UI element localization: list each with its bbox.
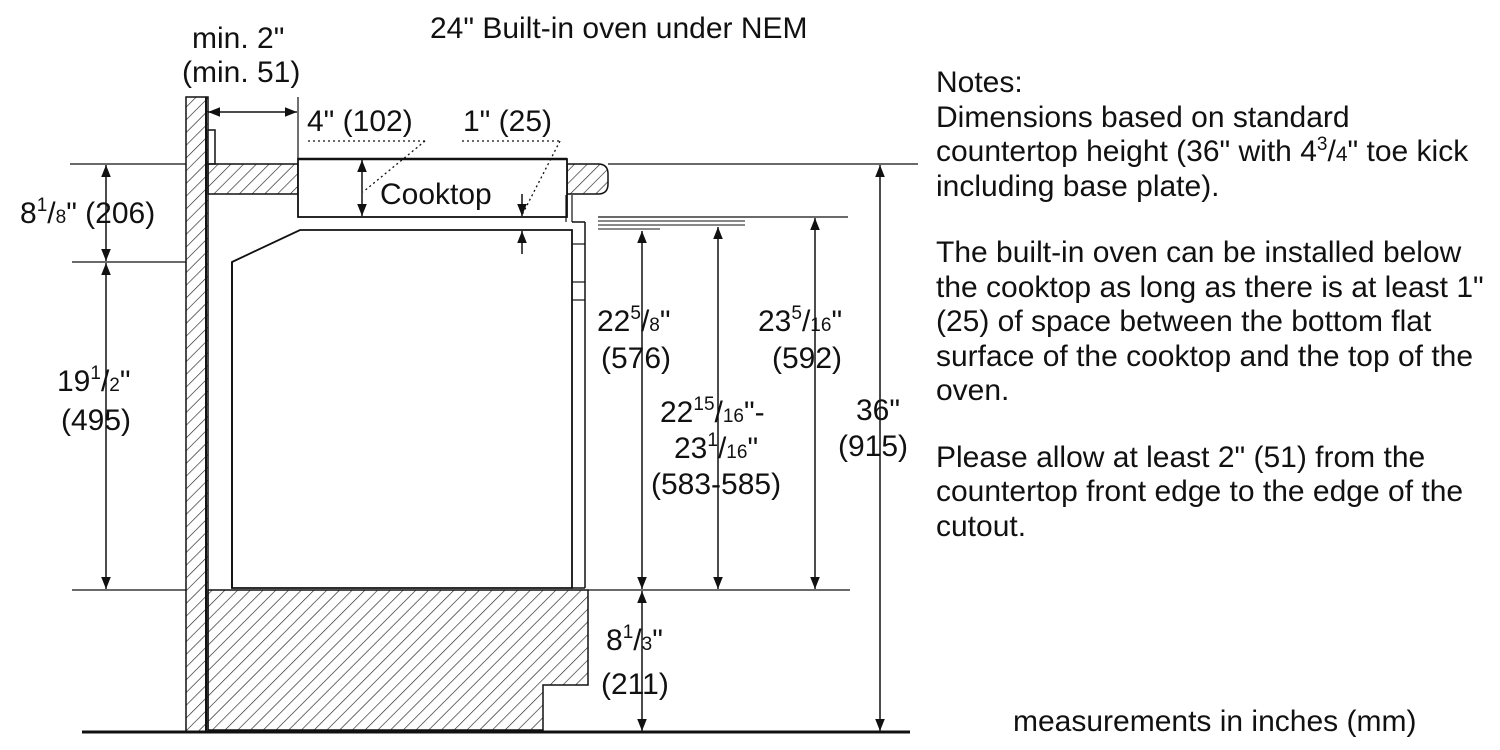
countertop-left (207, 163, 299, 195)
countertop-right (566, 163, 609, 195)
label-19-1-2: 191/2" (57, 363, 131, 398)
backsplash-lip (207, 129, 216, 165)
label-22-5-8: 225/8" (597, 303, 671, 338)
label-1-25: 1" (25) (463, 105, 552, 138)
label-cooktop: Cooktop (380, 178, 492, 211)
wall (185, 96, 209, 733)
label-592: (592) (772, 342, 842, 375)
label-4-102: 4" (102) (307, 105, 413, 138)
notes-paragraph-1: Dimensions based on standard countertop … (936, 100, 1469, 203)
label-576: (576) (601, 342, 671, 375)
label-8-1-8: 81/8" (206) (20, 195, 155, 230)
label-min-2: min. 2" (192, 22, 284, 55)
label-583-585: (583-585) (651, 468, 781, 501)
diagram-title: 24" Built-in oven under NEM (430, 12, 808, 45)
label-8-1-3: 81/3" (606, 622, 663, 657)
label-23-1-16: 231/16" (674, 430, 758, 465)
label-211: (211) (601, 668, 669, 701)
notes-paragraph-2: The built-in oven can be installed below… (936, 236, 1484, 407)
label-min-51: (min. 51) (182, 56, 300, 89)
label-23-5-16: 235/16" (758, 303, 842, 338)
notes-paragraph-3: Please allow at least 2" (51) from the c… (936, 440, 1464, 543)
label-495: (495) (61, 404, 131, 437)
notes-panel: Notes: Dimensions based on standard coun… (936, 66, 1496, 576)
cabinet-base (207, 589, 589, 731)
oven-body (231, 229, 573, 589)
label-36: 36" (856, 394, 900, 427)
measurements-footer: measurements in inches (mm) (1013, 705, 1417, 738)
label-915: (915) (838, 430, 908, 463)
label-22-15-16: 2215/16"- (660, 394, 765, 429)
notes-heading: Notes: (936, 66, 1023, 99)
